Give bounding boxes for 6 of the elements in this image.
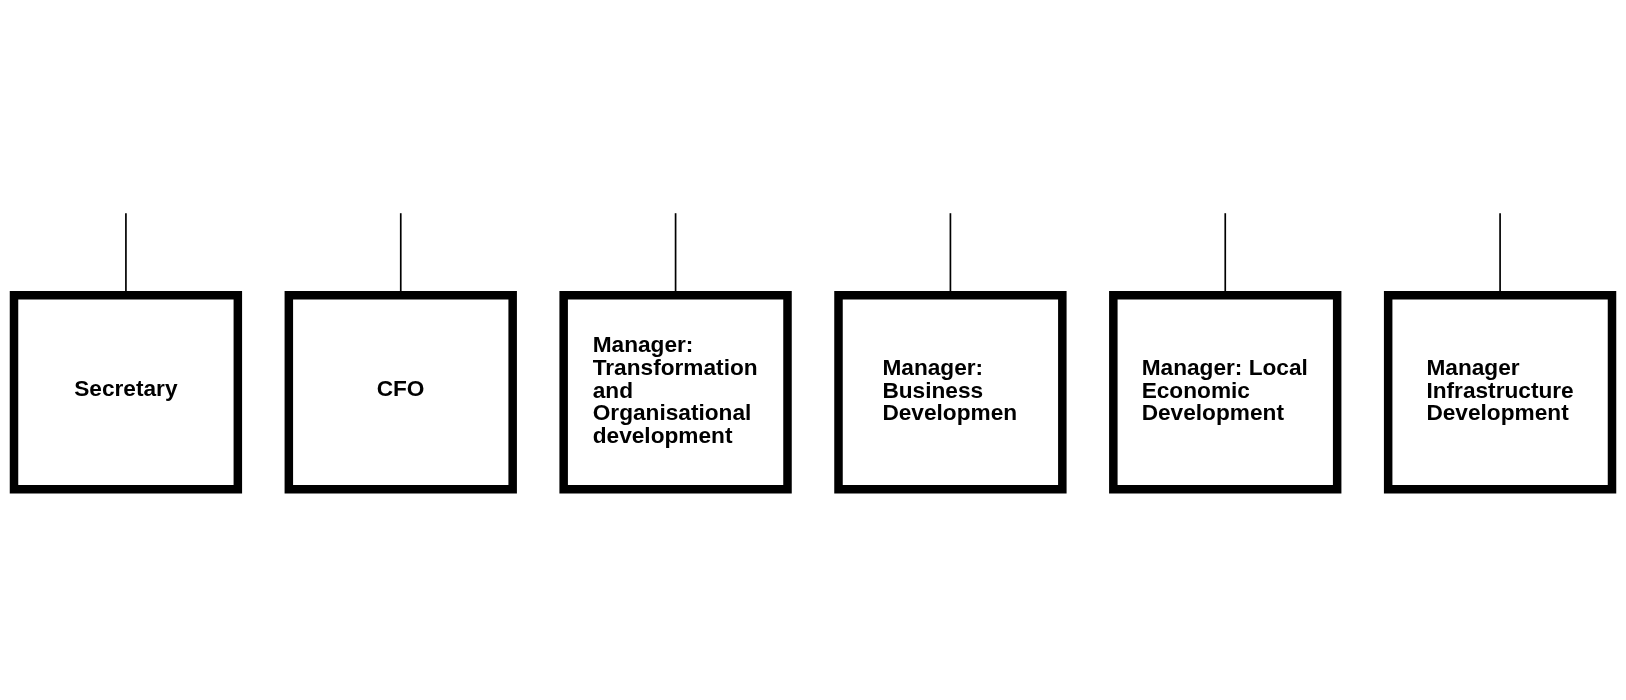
node-box: CFO (284, 290, 517, 494)
node-box: Manager: Business Developmen (834, 290, 1067, 494)
node-box: Manager: Local Economic Development (1109, 290, 1342, 494)
node-box: Secretary (9, 290, 243, 494)
node-box: Manager: Transformation and Organisational development (559, 290, 792, 494)
node-box: Manager Infrastructure Development (1383, 290, 1617, 494)
